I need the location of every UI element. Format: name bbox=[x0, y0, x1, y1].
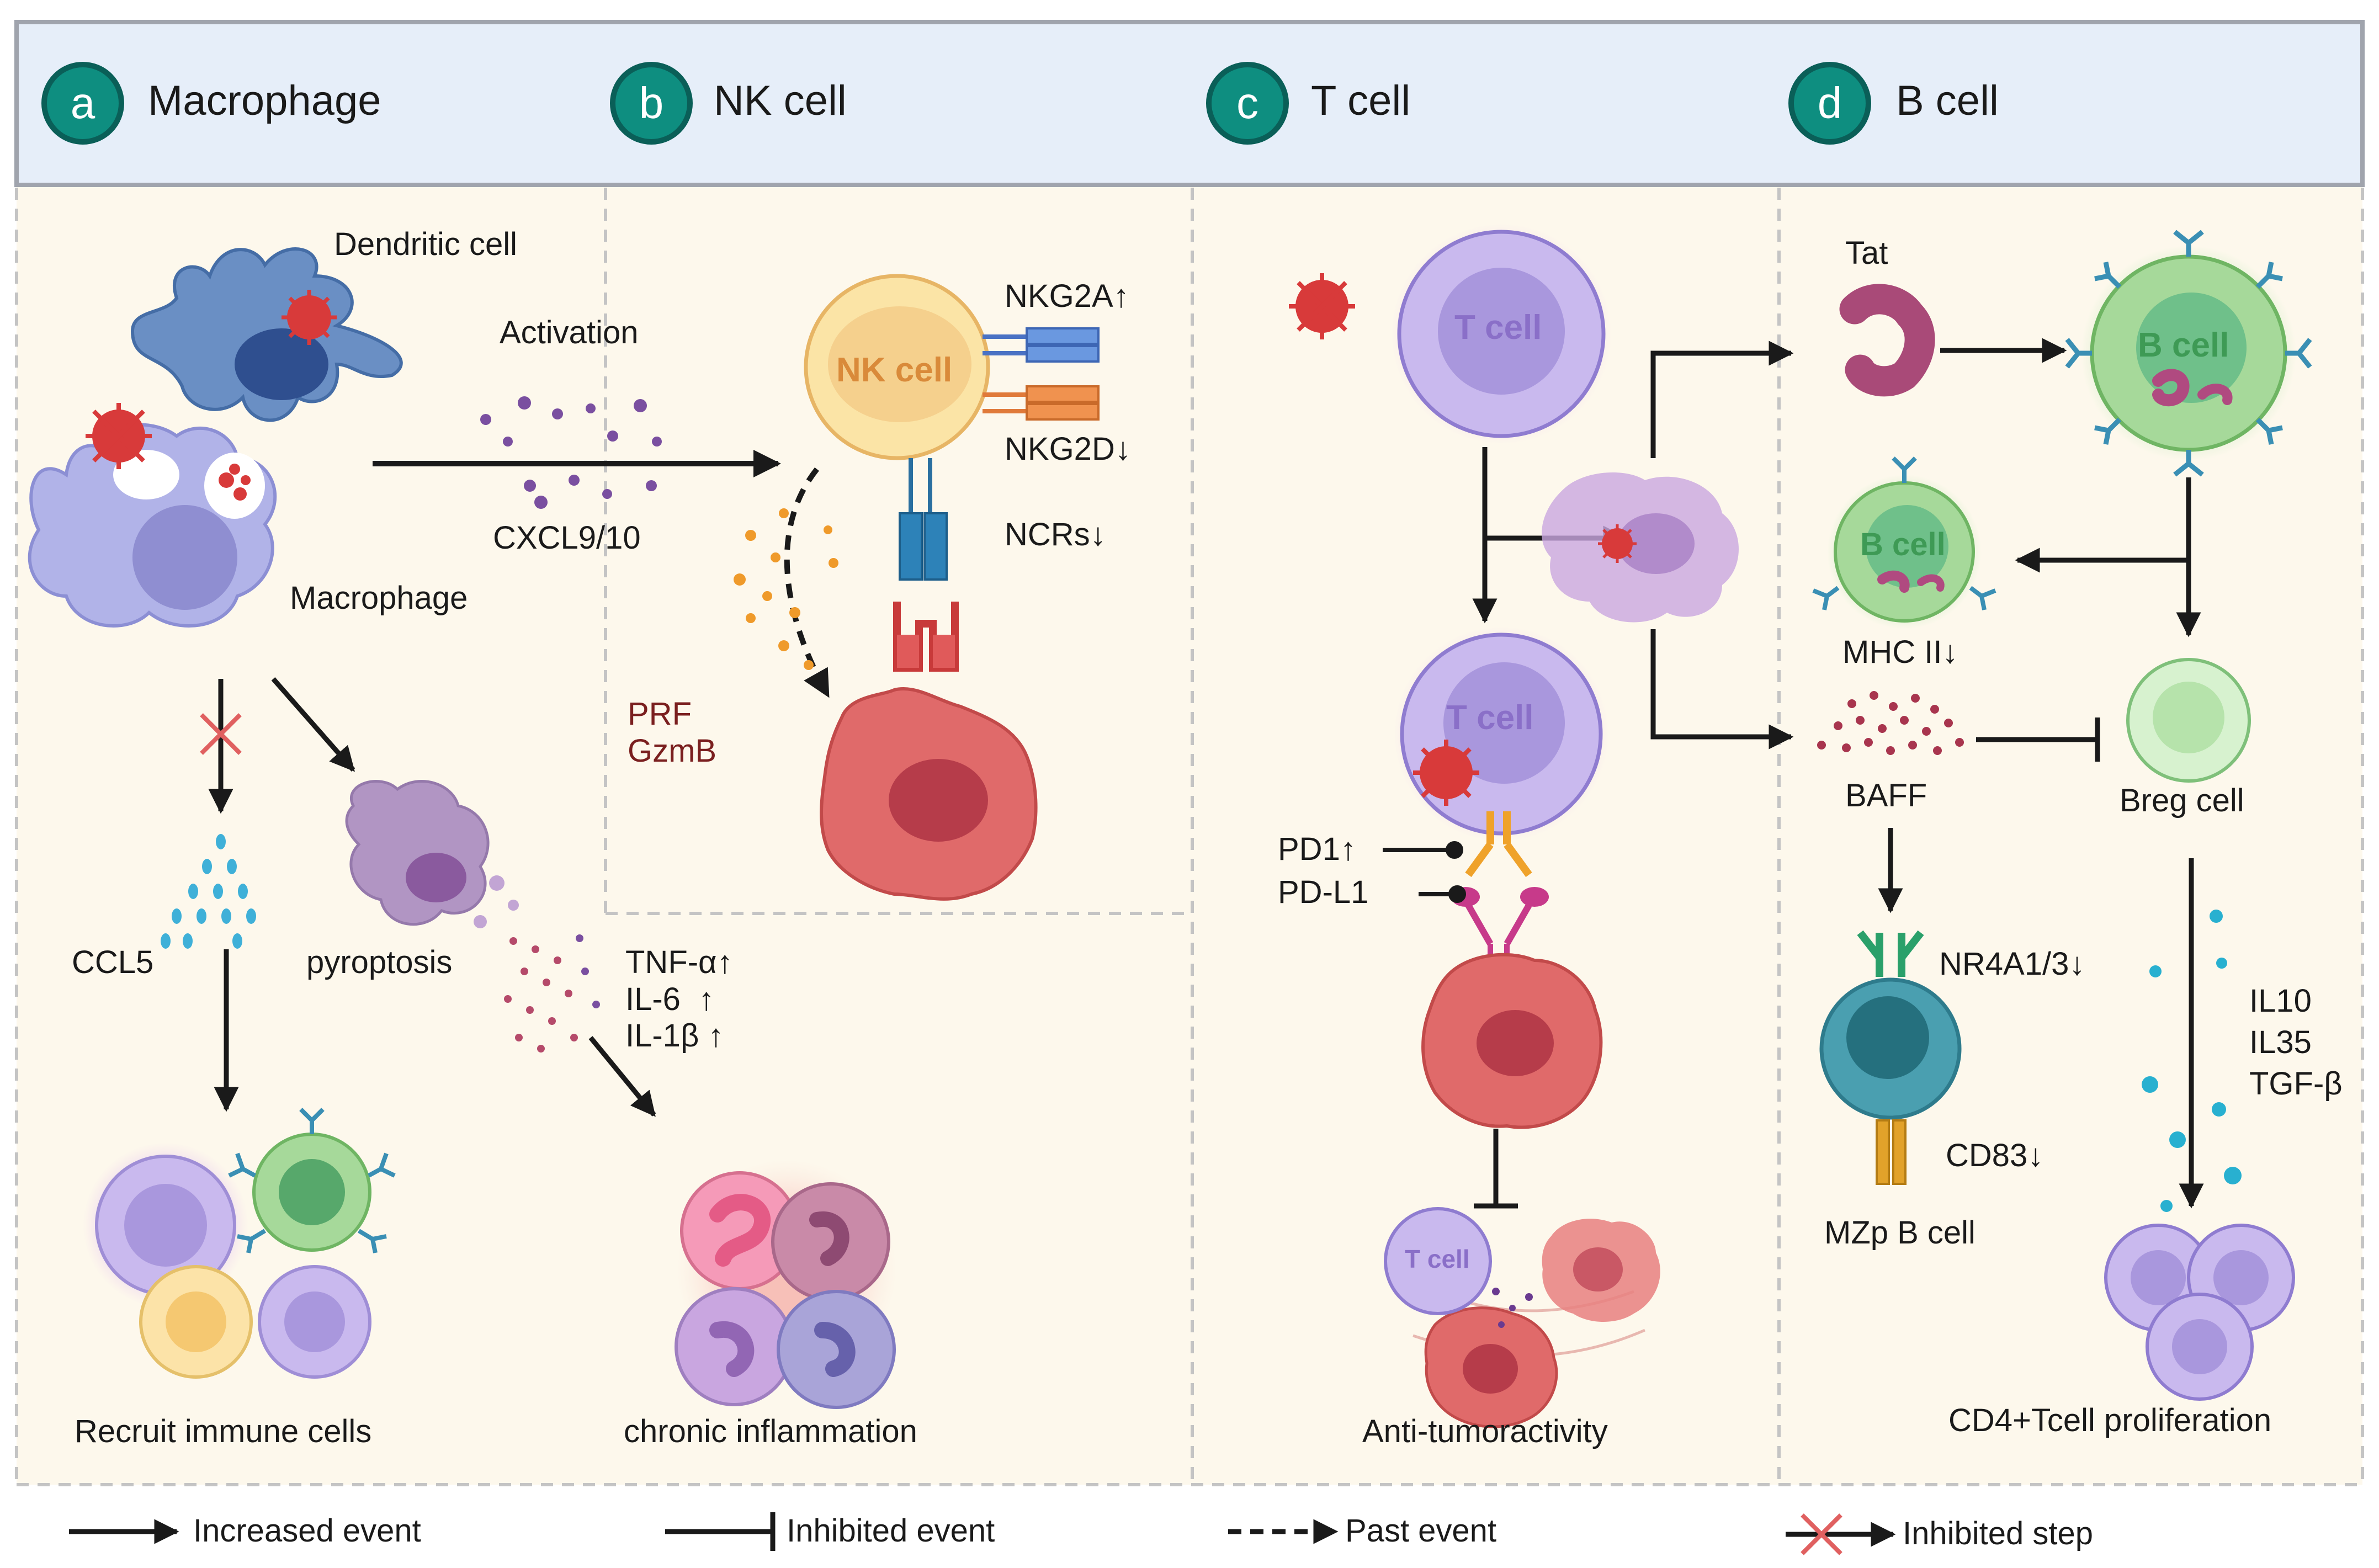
dendritic-cell-icon bbox=[130, 247, 403, 422]
panel-a-badge: a bbox=[41, 62, 124, 145]
b-cell-top-icon bbox=[2065, 230, 2312, 477]
b-cell-mid-inner-label: B cell bbox=[1860, 527, 1946, 562]
ccl5-label: CCL5 bbox=[72, 944, 154, 980]
panel-b-title: NK cell bbox=[714, 77, 847, 124]
legend-inhibited-arrow bbox=[665, 1512, 776, 1551]
il10-label: IL10 bbox=[2249, 983, 2312, 1019]
tnf-label: TNF-α↑ bbox=[625, 944, 733, 980]
recruit-label: Recruit immune cells bbox=[75, 1413, 372, 1449]
cxcl-label: CXCL9/10 bbox=[493, 520, 641, 556]
pd1-label: PD1↑ bbox=[1278, 831, 1356, 867]
activation-label: Activation bbox=[500, 315, 639, 350]
mhc-label: MHC II↓ bbox=[1842, 634, 1958, 670]
b-cell-top-inner-label: B cell bbox=[2138, 326, 2229, 364]
pyroptosis-arrow bbox=[271, 677, 355, 772]
virus-icon-macrophage bbox=[86, 403, 152, 469]
dendritic-cell-label: Dendritic cell bbox=[334, 226, 517, 262]
baff-dots-icon bbox=[1817, 691, 1964, 755]
legend-step-x-icon bbox=[1801, 1513, 1842, 1555]
breg-label: Breg cell bbox=[2120, 783, 2244, 818]
il1b-label: IL-1β ↑ bbox=[625, 1018, 724, 1054]
ncr-receptor-icon bbox=[899, 458, 948, 581]
panel-d-badge: d bbox=[1788, 62, 1871, 145]
prf-label: PRF bbox=[628, 696, 692, 732]
pyroptotic-cell-icon bbox=[345, 780, 519, 928]
to-baff-arrow bbox=[1650, 629, 1794, 750]
nr4a-label: NR4A1/3↓ bbox=[1939, 946, 2085, 982]
b-cell-mid-icon bbox=[1812, 456, 1996, 629]
mzp-label: MZp B cell bbox=[1824, 1215, 1976, 1251]
cd4-label: CD4+Tcell proliferation bbox=[1948, 1402, 2272, 1438]
cytokine-dots-icon bbox=[504, 934, 600, 1053]
granule-dots-icon bbox=[734, 508, 838, 670]
nkg2a-receptor-icon bbox=[983, 327, 1100, 363]
pd1-receptor-icon bbox=[1465, 811, 1532, 878]
panel-d-title: B cell bbox=[1896, 77, 1999, 124]
inflammatory-cells-icon bbox=[675, 1159, 897, 1409]
baff-inhibit-arrow bbox=[1976, 717, 2100, 762]
tumor-cell-icon-b bbox=[820, 687, 1038, 901]
pyroptosis-label: pyroptosis bbox=[306, 944, 453, 980]
pdl1-label: PD-L1 bbox=[1278, 874, 1369, 910]
nkg2a-label: NKG2A↑ bbox=[1005, 278, 1129, 314]
tgf-label: TGF-β bbox=[2249, 1066, 2343, 1102]
tat-protein-icon bbox=[1839, 284, 1935, 397]
ccl5-dots-icon bbox=[161, 834, 256, 949]
legend-increased-label: Increased event bbox=[193, 1513, 421, 1549]
legend-step-label: Inhibited step bbox=[1903, 1516, 2094, 1551]
breg-cell-icon bbox=[2126, 658, 2251, 783]
panel-a-title: Macrophage bbox=[148, 77, 381, 124]
cxcl-dots-icon bbox=[480, 396, 662, 509]
t-cell-top-icon bbox=[1391, 224, 1612, 444]
legend-past-label: Past event bbox=[1345, 1513, 1497, 1549]
macrophage-icon bbox=[28, 423, 277, 628]
gzmb-label: GzmB bbox=[628, 733, 717, 769]
panel-dividers bbox=[15, 188, 2364, 1486]
past-event-arrow bbox=[784, 467, 831, 698]
nk-cell-icon bbox=[804, 274, 990, 460]
cd83-label: CD83↓ bbox=[1946, 1138, 2044, 1173]
nk-cell-inner-label: NK cell bbox=[836, 351, 953, 389]
infected-dying-cell-icon bbox=[1542, 472, 1739, 623]
mzp-b-cell-icon bbox=[1819, 930, 1962, 1185]
il-dots-icon bbox=[2142, 910, 2242, 1212]
virus-icon-c2 bbox=[1413, 740, 1479, 806]
baff-label: BAFF bbox=[1845, 778, 1927, 814]
cd4-t-cells-icon bbox=[2104, 1224, 2295, 1401]
t-cell-small-inner-label: T cell bbox=[1405, 1245, 1470, 1273]
chronic-label: chronic inflammation bbox=[624, 1413, 917, 1449]
macrophage-label: Macrophage bbox=[290, 580, 468, 616]
panel-c-badge: c bbox=[1206, 62, 1289, 145]
inhibit-arrow-c bbox=[1474, 1129, 1518, 1209]
immune-cells-icon bbox=[83, 1108, 396, 1379]
inflammation-arrow bbox=[588, 1036, 656, 1117]
il6-label: IL-6 ↑ bbox=[625, 981, 715, 1017]
legend-inhibited-label: Inhibited event bbox=[787, 1513, 995, 1549]
to-tat-arrow bbox=[1650, 341, 1794, 458]
anti-tumor-scene-icon bbox=[1384, 1207, 1660, 1428]
tumor-cell-icon-c bbox=[1421, 953, 1603, 1129]
panel-c-title: T cell bbox=[1311, 77, 1411, 124]
ligand-icon bbox=[893, 602, 959, 672]
inhibit-x-icon bbox=[200, 713, 242, 755]
anti-tumor-label: Anti-tumoractivity bbox=[1362, 1413, 1608, 1449]
il35-label: IL35 bbox=[2249, 1024, 2312, 1060]
nkg2d-receptor-icon bbox=[983, 385, 1100, 421]
ncrs-label: NCRs↓ bbox=[1005, 517, 1106, 552]
t-cell-top-inner-label: T cell bbox=[1454, 309, 1542, 347]
header-bar bbox=[14, 20, 2365, 187]
virus-icon-dendritic bbox=[282, 290, 337, 345]
nkg2d-label: NKG2D↓ bbox=[1005, 431, 1131, 467]
t-cell-mid-inner-label: T cell bbox=[1446, 699, 1534, 737]
tat-label: Tat bbox=[1845, 235, 1888, 271]
panel-b-badge: b bbox=[610, 62, 693, 145]
virus-icon-c1 bbox=[1289, 273, 1355, 339]
pd-pointers bbox=[1383, 841, 1466, 903]
